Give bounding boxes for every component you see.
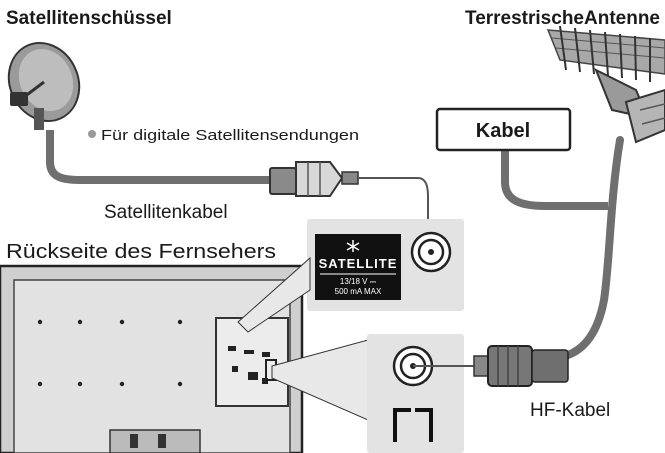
callout-satellite [237,256,311,333]
satellite-logo-icon [346,240,360,252]
terrestrial-antenna-icon [546,25,665,144]
satellite-cable-label: Satellitenkabel [104,202,228,223]
digital-satellite-note: Für digitale Satellitensendungen [101,127,359,144]
bullet-dot-icon [88,130,96,138]
cable-box-label: Kabel [476,120,530,142]
tv-rear-label: Rückseite des Fernsehers [6,241,276,263]
antenna-cable [561,136,624,360]
rf-cable-label: HF-Kabel [530,400,610,421]
satellite-plate-voltage: 13/18 V ⎓ [340,277,377,286]
cable-box-cable [501,148,608,210]
satellite-socket [410,231,452,273]
terrestrial-antenna-label: TerrestrischeAntenne [465,8,660,29]
rf-plug-icon [473,345,569,387]
cable-source-box [435,107,572,152]
antenna-terminal-panel [367,334,464,453]
satellite-dish-icon [7,42,81,130]
f-connector-icon [269,161,359,197]
satellite-label-plate [315,234,401,300]
antenna-symbol-icon [393,408,433,442]
satellite-cable [46,130,272,184]
satellite-plate-brand: SATELLITE [319,256,398,271]
satellite-dish-label: Satellitenschüssel [6,8,172,29]
satellite-plate-current: 500 mA MAX [335,287,382,296]
tv-rear-panel [0,264,304,453]
